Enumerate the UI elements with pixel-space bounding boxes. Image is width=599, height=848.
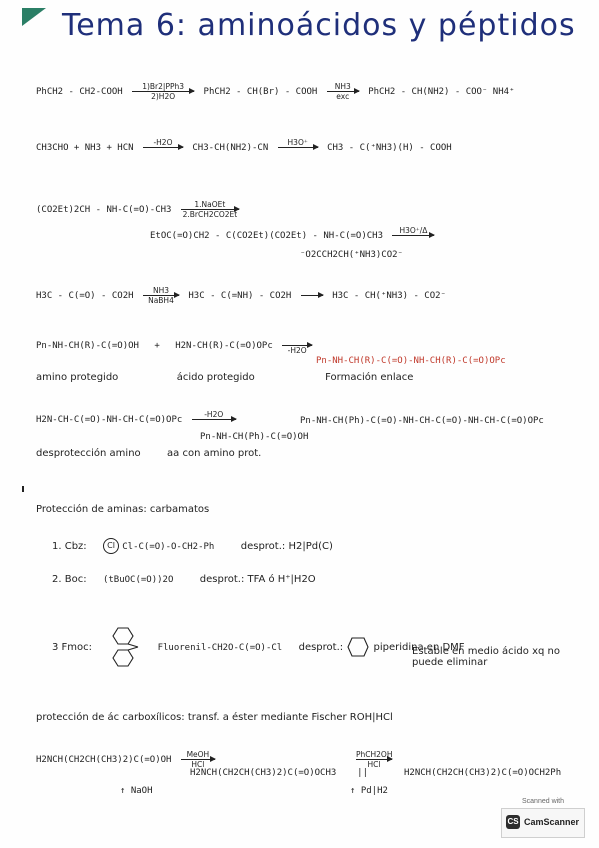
reaction-5-reactant: Pn-NH-CH(R)-C(=O)OH — [36, 341, 139, 351]
reaction-5-product: Pn-NH-CH(R)-C(=O)-NH-CH(R)-C(=O)OPc — [316, 356, 506, 366]
reaction-2-arrow-1: -H2O — [142, 138, 184, 157]
reaction-3-reactant: (CO2Et)2CH - NH-C(=O)-CH3 — [36, 205, 172, 215]
reaction-6-product: Pn-NH-CH(Ph)-C(=O)-NH-CH-C(=O)-NH-CH-C(=… — [300, 416, 544, 426]
watermark-brand: CamScanner — [524, 817, 580, 827]
reaction-6-product-row: Pn-NH-CH(Ph)-C(=O)-NH-CH-C(=O)-NH-CH-C(=… — [300, 416, 585, 426]
carboxyl-arrow-2: PhCH2OH HCl — [356, 750, 393, 769]
reaction-2-intermediate: CH3-CH(NH2)-CN — [192, 143, 269, 153]
carboxyl-r1: H2NCH(CH2CH(CH3)2)C(=O)OH — [36, 755, 172, 765]
reaction-3b: EtOC(=O)CH2 - C(CO2Et)(CO2Et) - NH-C(=O)… — [150, 226, 585, 245]
fmoc-reagent: piperidina en DMF — [373, 642, 465, 653]
reaction-3-arrow-1: 1.NaOEt 2.BrCH2CO2Et — [180, 200, 240, 219]
caption-amino-protegido: amino protegido — [36, 372, 119, 383]
reaction-2: CH3CHO + NH3 + HCN -H2O CH3-CH(NH2)-CN H… — [36, 138, 585, 157]
carboxyl-arrow-1: MeOH HCl — [180, 750, 216, 769]
boc-deprot: desprot.: TFA ó H⁺|H2O — [199, 574, 316, 585]
caption-formacion-enlace: Formación enlace — [325, 372, 414, 383]
reaction-6-captions: desprotección amino aa con amino prot. — [36, 448, 585, 459]
carboxyl-p1-row: H2NCH(CH2CH(CH3)2)C(=O)OCH3 || — [190, 768, 585, 778]
boc-row: 2. Boc: (tBuOC(=O))2O desprot.: TFA ó H⁺… — [52, 574, 316, 585]
carboxyl-p2: H2NCH(CH2CH(CH3)2)C(=O)OCH2Ph — [404, 768, 562, 778]
reaction-3c: ⁻O2CCH2CH(⁺NH3)CO2⁻ — [300, 250, 585, 260]
reaction-5-reagent: H2N-CH(R)-C(=O)OPc — [175, 341, 273, 351]
reaction-5: Pn-NH-CH(R)-C(=O)OH + H2N-CH(R)-C(=O)OPc… — [36, 336, 585, 355]
margin-mark — [22, 486, 24, 492]
page-title: Tema 6: aminoácidos y péptidos — [62, 8, 576, 43]
reaction-1-arrow-1: 1)Br2|PPh3 2)H2O — [132, 82, 196, 101]
camscanner-watermark: Scanned with CS CamScanner — [501, 798, 585, 838]
reaction-3-intermediate: EtOC(=O)CH2 - C(CO2Et)(CO2Et) - NH-C(=O)… — [150, 231, 383, 241]
cbz-row: 1. Cbz: Cl Cl-C(=O)-O-CH2-Ph desprot.: H… — [52, 538, 585, 554]
fmoc-row: 3 Fmoc: Fluorenil-CH2O-C(=O)-Cl desprot.… — [52, 624, 585, 670]
reaction-6-reagent-row: Pn-NH-CH(Ph)-C(=O)OH — [200, 432, 585, 442]
corner-decoration — [22, 8, 46, 26]
camscanner-logo-icon: CS — [506, 815, 520, 829]
reaction-4-reactant: H3C - C(=O) - CO2H — [36, 291, 134, 301]
reaction-4: H3C - C(=O) - CO2H NH3 NaBH4 H3C - C(=NH… — [36, 286, 585, 305]
reaction-4-product: H3C - CH(⁺NH3) - CO2⁻ — [332, 291, 446, 301]
reaction-4-arrow-2 — [300, 286, 324, 305]
reaction-6-reagent: Pn-NH-CH(Ph)-C(=O)OH — [200, 432, 309, 442]
cbz-deprot: desprot.: H2|Pd(C) — [240, 541, 333, 552]
carboxyl-p2-row: H2NCH(CH2CH(CH3)2)C(=O)OCH2Ph — [404, 768, 585, 778]
chlorine-circle-icon: Cl — [103, 538, 120, 554]
carboxyl-p1: H2NCH(CH2CH(CH3)2)C(=O)OCH3 — [190, 768, 337, 778]
carboxyl-back-1: ↑ NaOH — [120, 786, 153, 796]
carboxyl-heading: protección de ác carboxílicos: transf. a… — [36, 712, 393, 723]
reaction-3: (CO2Et)2CH - NH-C(=O)-CH3 1.NaOEt 2.BrCH… — [36, 200, 585, 219]
watermark-top-text: Scanned with — [521, 798, 565, 805]
reaction-2-arrow-2: H3O⁺ — [277, 138, 319, 157]
fluorene-icon — [112, 627, 139, 667]
reaction-1-arrow-2: NH3 exc — [326, 82, 360, 101]
reaction-1-reactant: PhCH2 - CH2-COOH — [36, 87, 123, 97]
boc-structure: (tBuOC(=O))2O — [102, 575, 174, 585]
reaction-1-product: PhCH2 - CH(NH2) - COO⁻ NH4⁺ — [368, 87, 515, 97]
caption-aa-amino-prot: aa con amino prot. — [167, 448, 262, 459]
reaction-1: PhCH2 - CH2-COOH 1)Br2|PPh3 2)H2O PhCH2 … — [36, 82, 585, 101]
fmoc-note: Estable en medio ácido xq no puede elimi… — [412, 646, 560, 668]
carboxyl-separator: || — [357, 768, 368, 778]
reaction-5b: Pn-NH-CH(R)-C(=O)-NH-CH(R)-C(=O)OPc — [316, 356, 585, 366]
reaction-6-reactant: H2N-CH-C(=O)-NH-CH-C(=O)OPc — [36, 415, 183, 425]
reaction-6: H2N-CH-C(=O)-NH-CH-C(=O)OPc -H2O — [36, 410, 585, 429]
piperidine-icon — [347, 637, 369, 657]
reaction-3-product: ⁻O2CCH2CH(⁺NH3)CO2⁻ — [300, 250, 403, 260]
protection-heading: Protección de aminas: carbamatos — [36, 504, 210, 515]
reaction-3-arrow-2: H3O⁺/Δ — [392, 226, 436, 245]
reaction-1-intermediate: PhCH2 - CH(Br) - COOH — [203, 87, 318, 97]
fmoc-deprot: desprot.: — [298, 642, 344, 653]
reaction-5-arrow: -H2O — [282, 336, 314, 355]
carboxyl-back-2: ↑ Pd|H2 — [350, 786, 388, 796]
reaction-4-arrow: NH3 NaBH4 — [142, 286, 180, 305]
caption-acido-protegido: ácido protegido — [176, 372, 255, 383]
cbz-structure: Cl-C(=O)-O-CH2-Ph — [122, 542, 215, 552]
reaction-4-intermediate: H3C - C(=NH) - CO2H — [188, 291, 292, 301]
fmoc-structure: Fluorenil-CH2O-C(=O)-Cl — [157, 643, 283, 653]
reaction-2-reactant: CH3CHO + NH3 + HCN — [36, 143, 134, 153]
reaction-2-product: CH3 - C(⁺NH3)(H) - COOH — [327, 143, 452, 153]
reaction-5-captions: amino protegido ácido protegido Formació… — [36, 372, 585, 383]
carboxyl-reaction-2: PhCH2OH HCl — [352, 750, 585, 769]
caption-desproteccion-amino: desprotección amino — [36, 448, 141, 459]
reaction-6-arrow: -H2O — [191, 410, 237, 429]
carboxyl-reaction: H2NCH(CH2CH(CH3)2)C(=O)OH MeOH HCl — [36, 750, 585, 769]
